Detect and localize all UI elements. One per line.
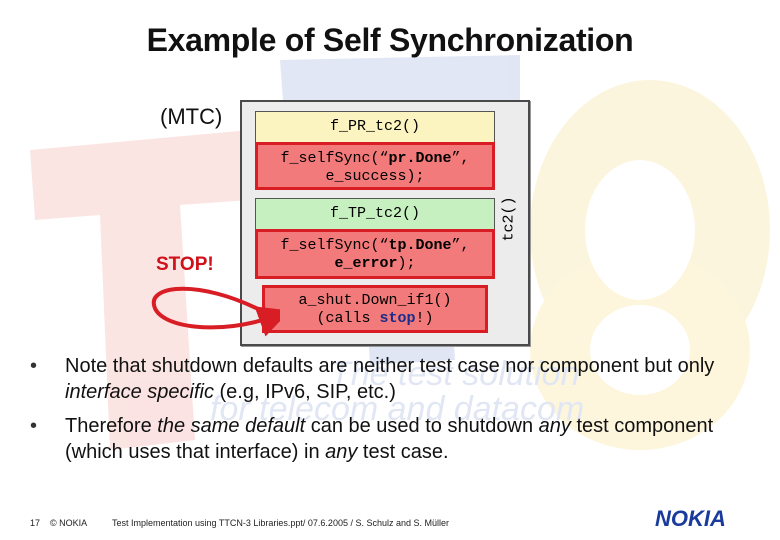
bullet-2-text-c: test component (which uses that interfac… xyxy=(65,415,714,463)
nokia-logo-text: NOKIA xyxy=(655,507,726,529)
bullet-1-tail: (e.g, IPv6, SIP, etc.) xyxy=(213,381,396,403)
tp-done-string: tp.Done xyxy=(388,237,452,254)
f-tp-tc2-label: f_TP_tc2() xyxy=(329,205,420,222)
self-sync-tp-done-box: f_selfSync(“tp.Done”, e_error); xyxy=(255,229,495,279)
bullet-dot-icon: • xyxy=(30,415,38,437)
stop-label: STOP! xyxy=(156,254,214,275)
e-error-arg: e_error xyxy=(334,255,398,272)
bullet-item: • Therefore the same default can be used… xyxy=(30,413,770,465)
self-sync-pr-done-box: f_selfSync(“pr.Done”, e_success); xyxy=(255,142,495,190)
nokia-logo: NOKIA xyxy=(655,507,726,529)
bullet-2-text: Therefore xyxy=(65,415,158,437)
self-sync-tp-line2: e_error); xyxy=(258,255,492,273)
bullet-dot-icon: • xyxy=(30,355,38,377)
footer-text: Test Implementation using TTCN-3 Librari… xyxy=(112,518,449,528)
stop-loop-arrow xyxy=(151,286,280,337)
watermark-text-2: for telecom and datacom xyxy=(210,390,584,428)
self-sync-sep: ”, xyxy=(451,237,470,254)
shutdown-comment: (calls stop!) xyxy=(265,310,485,328)
shutdown-call-label: a_shut.Down_if1() xyxy=(298,292,452,309)
shutdown-default-box: a_shut.Down_if1() (calls stop!) xyxy=(262,285,488,333)
self-sync-pr-line2: e_success); xyxy=(258,168,492,186)
watermark-text-1: The test solution xyxy=(330,355,579,393)
bullet-1-emphasis: interface specific xyxy=(65,381,214,403)
bullet-1-text: Note that shutdown defaults are neither … xyxy=(65,355,715,377)
mtc-label: (MTC) xyxy=(160,104,223,129)
slide-title: Example of Self Synchronization xyxy=(146,22,634,58)
bullet-2-any-2: any xyxy=(325,441,358,463)
self-sync-end: ); xyxy=(397,255,416,272)
f-pr-tc2-label: f_PR_tc2() xyxy=(329,118,420,135)
bullet-2-emphasis: the same default xyxy=(157,415,306,437)
tc2-text: tc2() xyxy=(500,196,518,242)
self-sync-sep: ”, xyxy=(451,150,470,167)
self-sync-end: ); xyxy=(406,168,425,185)
pr-done-string: pr.Done xyxy=(388,150,452,167)
tc2-vertical-label: tc2() xyxy=(499,104,519,334)
f-tp-tc2-box: f_TP_tc2() xyxy=(255,198,495,230)
f-pr-tc2-box: f_PR_tc2() xyxy=(255,111,495,143)
bullet-2-any-1: any xyxy=(538,415,571,437)
e-success-arg: e_success xyxy=(325,168,407,185)
stop-keyword: stop xyxy=(379,310,416,327)
calls-end: !) xyxy=(415,310,434,327)
calls-text: (calls xyxy=(316,310,380,327)
self-sync-tp-line1: f_selfSync(“tp.Done”, xyxy=(258,237,492,255)
bullet-list: • Note that shutdown defaults are neithe… xyxy=(30,353,770,473)
copyright-text: © NOKIA xyxy=(50,518,88,528)
self-sync-call: f_selfSync(“ xyxy=(280,150,389,167)
bullet-2-text-b: can be used to shutdown xyxy=(305,415,539,437)
self-sync-call: f_selfSync(“ xyxy=(280,237,389,254)
self-sync-pr-line1: f_selfSync(“pr.Done”, xyxy=(258,150,492,168)
bullet-item: • Note that shutdown defaults are neithe… xyxy=(30,353,770,405)
page-number: 17 xyxy=(30,518,41,528)
bullet-2-tail: test case. xyxy=(357,441,449,463)
